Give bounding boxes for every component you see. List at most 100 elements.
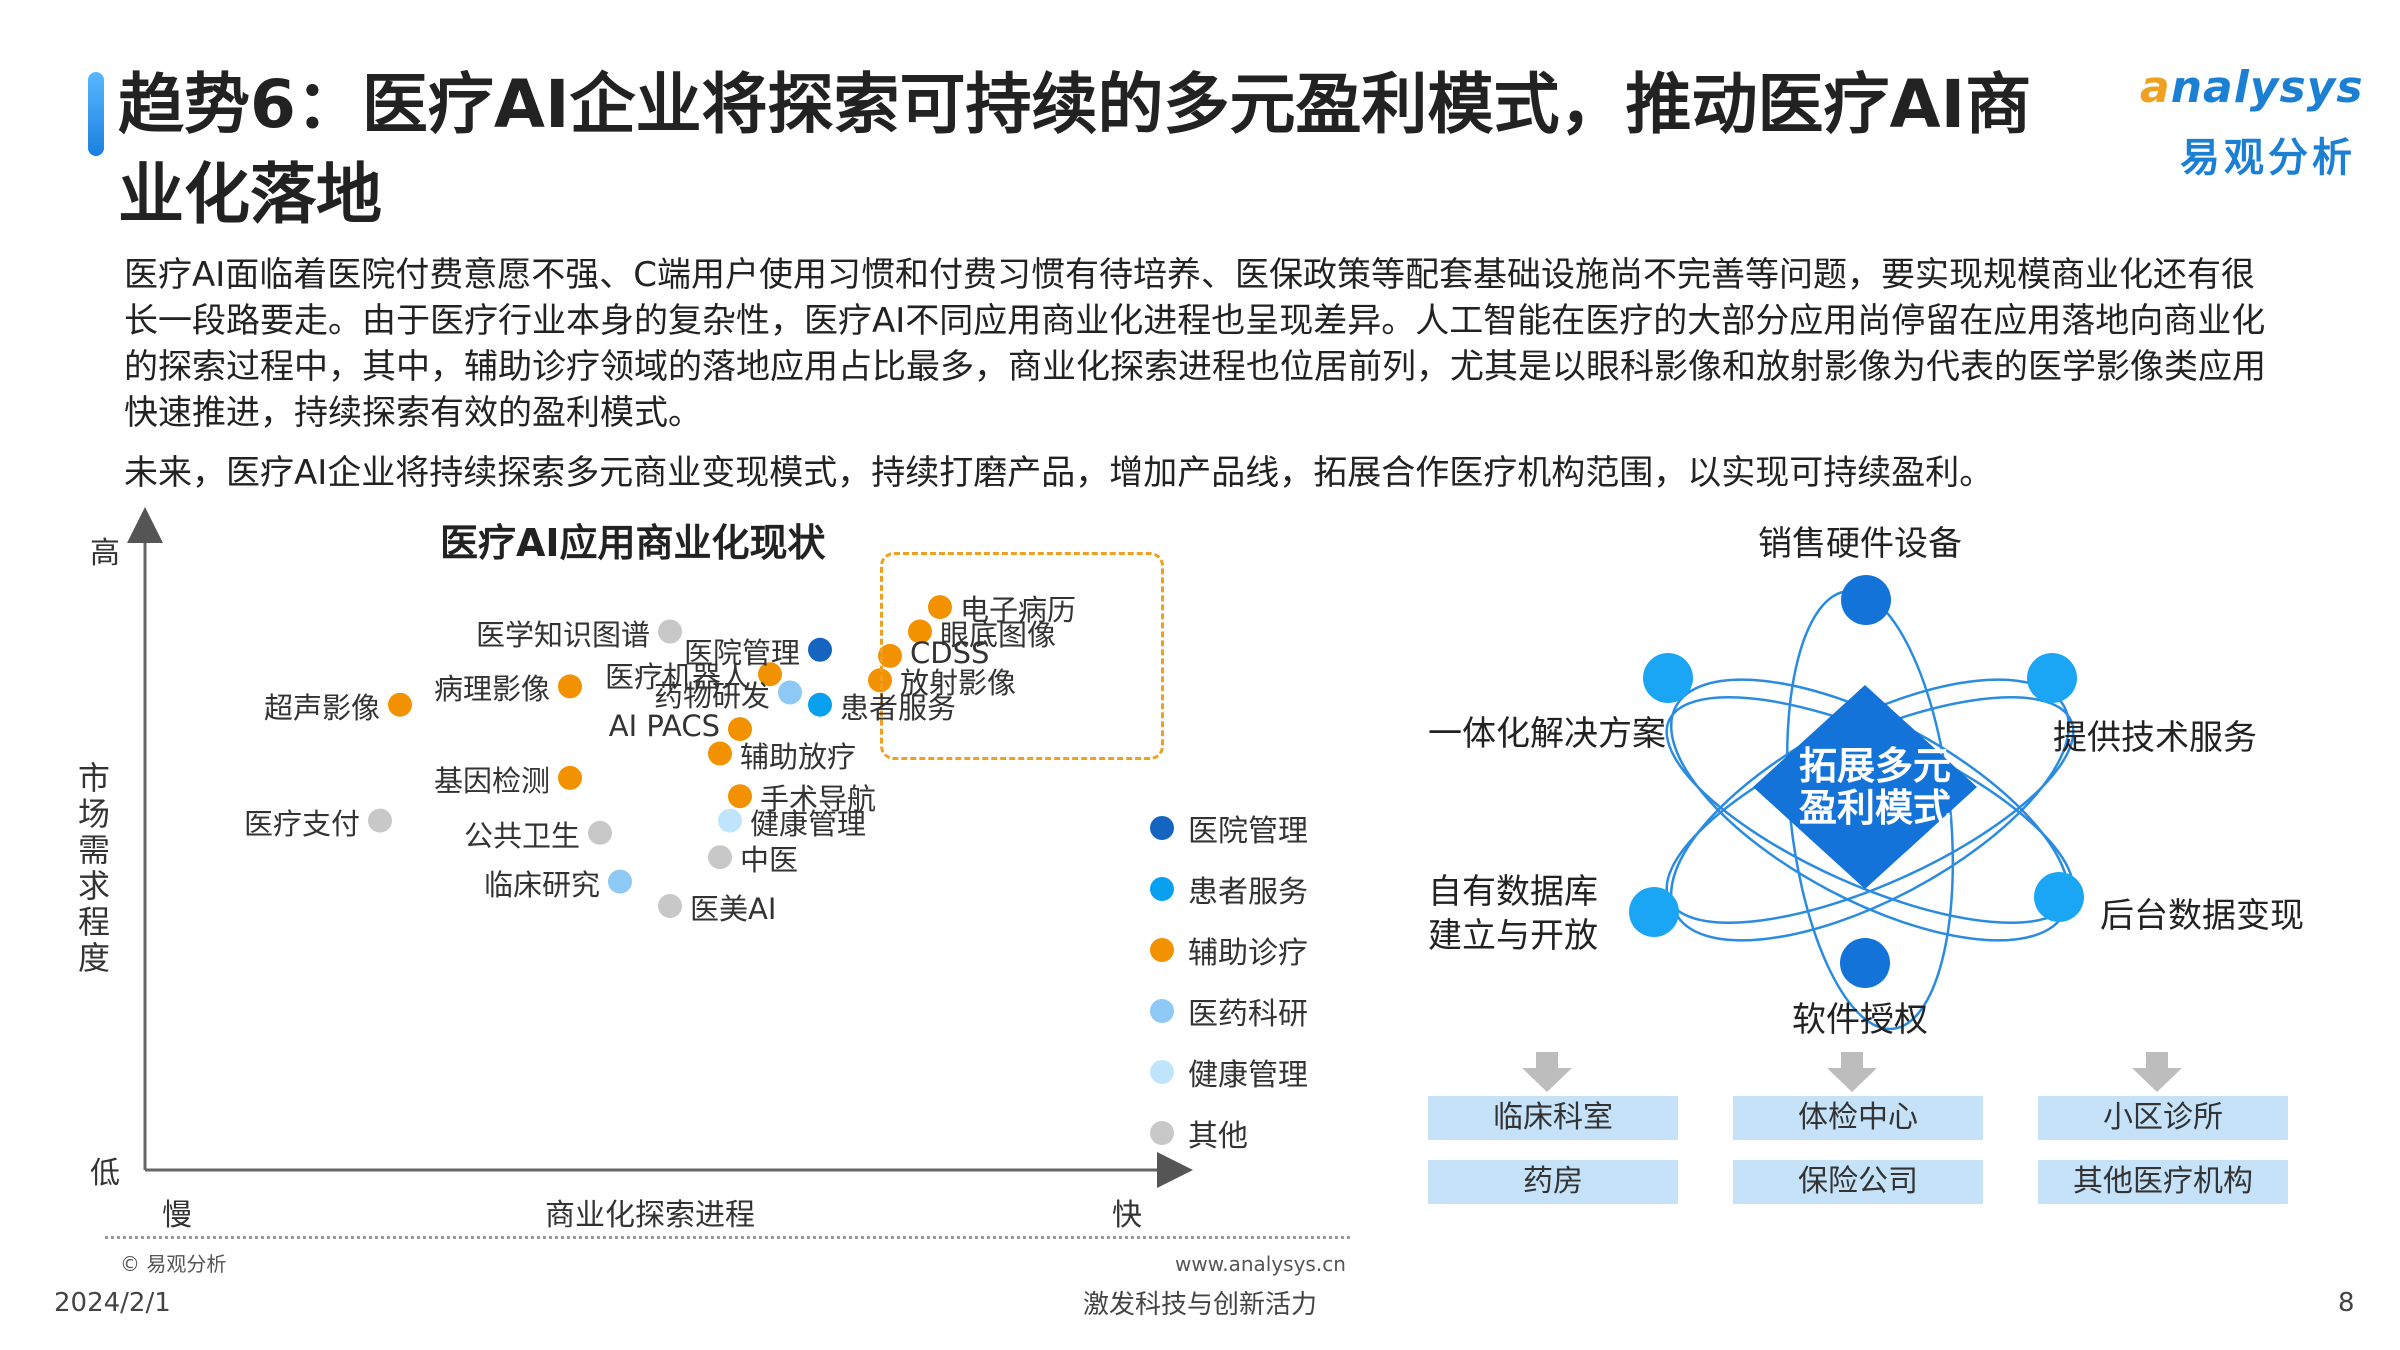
legend-label: 医院管理 xyxy=(1188,814,1308,849)
partner-box: 小区诊所 xyxy=(2038,1096,2288,1140)
scatter-point xyxy=(658,619,682,644)
hub-node-label-hardware: 销售硬件设备 xyxy=(1758,524,1962,564)
point-label: 电子病历 xyxy=(960,593,1077,628)
scatter-point xyxy=(608,869,632,894)
legend-swatch xyxy=(1150,1121,1174,1145)
scatter-point xyxy=(728,784,752,809)
date: 2024/2/1 xyxy=(54,1288,171,1318)
hub-node-label-database: 自有数据库 建立与开放 xyxy=(1428,872,1598,956)
scatter-point xyxy=(558,674,582,699)
y-axis-low: 低 xyxy=(90,1156,120,1191)
legend-label: 医药科研 xyxy=(1188,997,1308,1032)
legend-swatch xyxy=(1150,877,1174,901)
point-label: 医学知识图谱 xyxy=(475,617,650,652)
node-solution xyxy=(1643,653,1693,703)
hub-center-label: 拓展多元 盈利模式 xyxy=(1798,744,1951,830)
copyright: © 易观分析 xyxy=(120,1252,227,1276)
scatter-point xyxy=(718,808,742,833)
point-label: 病理影像 xyxy=(433,672,550,707)
scatter-point xyxy=(728,717,752,742)
slogan: 激发科技与创新活力 xyxy=(1083,1290,1318,1320)
point-label: 临床研究 xyxy=(483,867,600,902)
point-label: 患者服务 xyxy=(840,690,957,725)
hub-node-label-software: 软件授权 xyxy=(1792,1000,1928,1040)
scatter-point xyxy=(708,741,732,766)
intro-paragraph: 医疗AI面临着医院付费意愿不强、C端用户使用习惯和付费习惯有待培养、医保政策等配… xyxy=(124,255,2266,433)
legend-item: 健康管理 xyxy=(1150,1052,1308,1093)
scatter-point xyxy=(368,808,392,833)
hub-node-label-solution: 一体化解决方案 xyxy=(1428,714,1666,754)
future-paragraph: 未来，医疗AI企业将持续探索多元商业变现模式，持续打磨产品，增加产品线，拓展合作… xyxy=(124,453,1994,493)
scatter-point xyxy=(808,637,832,662)
scatter-point xyxy=(808,692,832,717)
point-label: 医疗机器人 xyxy=(604,660,750,695)
scatter-point xyxy=(878,643,902,668)
legend-label: 辅助诊疗 xyxy=(1188,936,1308,971)
x-axis-high: 快 xyxy=(1112,1198,1142,1233)
scatter-point xyxy=(388,692,412,717)
page-number: 8 xyxy=(2338,1288,2355,1318)
legend-item: 患者服务 xyxy=(1150,869,1308,910)
node-software-license xyxy=(1840,938,1890,988)
node-hardware xyxy=(1841,575,1891,625)
legend-swatch xyxy=(1150,816,1174,840)
scatter-point xyxy=(778,680,802,705)
point-label: 中医 xyxy=(740,843,799,878)
legend-item: 医药科研 xyxy=(1150,991,1308,1032)
legend-item: 医院管理 xyxy=(1150,808,1308,849)
point-label: AI PACS xyxy=(608,709,720,744)
page-title: 趋势6：医疗AI企业将探索可持续的多元盈利模式，推动医疗AI商业化落地 xyxy=(118,66,2032,233)
point-label: 公共卫生 xyxy=(463,818,580,853)
partner-box: 保险公司 xyxy=(1733,1160,1983,1204)
arrow-down-icon xyxy=(1827,1052,1877,1092)
y-axis-high: 高 xyxy=(90,536,120,571)
hub-diagram xyxy=(1629,575,2084,1031)
hub-node-label-data: 后台数据变现 xyxy=(2100,896,2304,936)
title-accent-bar xyxy=(88,72,104,156)
brand-logo: analysys xyxy=(2140,62,2364,113)
scatter-point xyxy=(908,619,932,644)
scatter-point xyxy=(558,765,582,790)
y-axis-label: 市场需求程度 xyxy=(78,759,111,977)
highlight-box xyxy=(880,552,1164,760)
point-label: 手术导航 xyxy=(760,782,877,817)
x-axis-low: 慢 xyxy=(162,1198,192,1233)
scatter-point xyxy=(588,820,612,845)
scatter-point xyxy=(928,595,952,620)
legend-swatch xyxy=(1150,938,1174,962)
point-label: 药物研发 xyxy=(653,678,770,713)
partner-box: 体检中心 xyxy=(1733,1096,1983,1140)
points-layer xyxy=(368,595,952,918)
legend-label: 其他 xyxy=(1188,1119,1248,1154)
point-label: CDSS xyxy=(910,635,990,670)
logo-text-en: nalysys xyxy=(2170,62,2364,113)
partner-box: 药房 xyxy=(1428,1160,1678,1204)
point-label: 超声影像 xyxy=(263,690,380,725)
legend-item: 辅助诊疗 xyxy=(1150,930,1308,971)
legend-swatch xyxy=(1150,1060,1174,1084)
chart-title: 医疗AI应用商业化现状 xyxy=(440,521,826,565)
point-label: 医疗支付 xyxy=(243,806,360,841)
point-label: 眼底图像 xyxy=(940,617,1057,652)
scatter-point xyxy=(758,662,782,687)
scatter-point xyxy=(658,894,682,918)
logo-mark: a xyxy=(2140,62,2171,113)
x-axis-label: 商业化探索进程 xyxy=(545,1198,755,1233)
arrow-down-icon xyxy=(1522,1052,1572,1092)
point-label: 健康管理 xyxy=(750,806,867,841)
legend-label: 患者服务 xyxy=(1188,875,1308,910)
node-tech-service xyxy=(2027,653,2077,703)
website: www.analysys.cn xyxy=(1175,1252,1346,1276)
logo-text-cn: 易观分析 xyxy=(2180,135,2356,181)
hub-nodes xyxy=(1629,575,2084,988)
scatter-point xyxy=(708,845,732,870)
node-data-monetization xyxy=(2034,872,2084,922)
point-label: 医美AI xyxy=(690,892,777,926)
point-label: 放射影像 xyxy=(900,666,1017,701)
legend-item: 其他 xyxy=(1150,1113,1248,1154)
arrow-down-icon xyxy=(2132,1052,2182,1092)
legend-swatch xyxy=(1150,999,1174,1023)
legend-label: 健康管理 xyxy=(1188,1058,1308,1093)
